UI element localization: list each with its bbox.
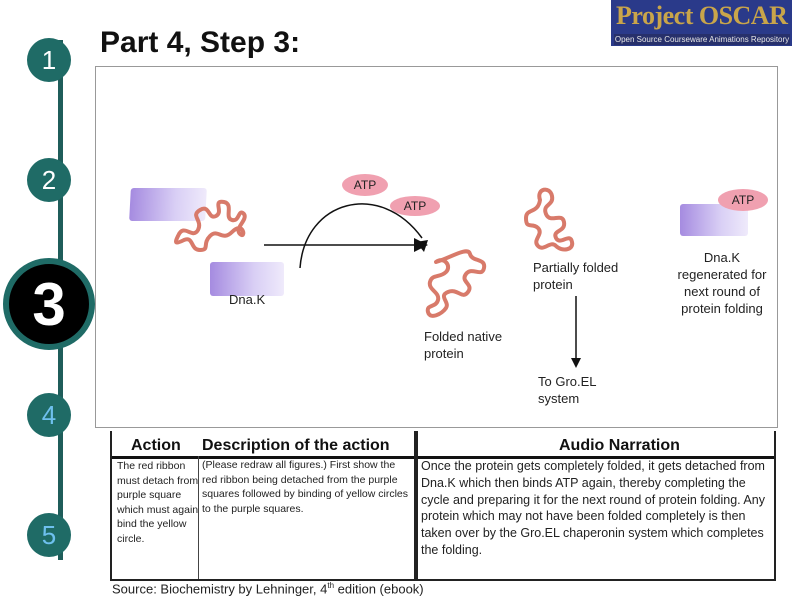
protein-ribbon (425, 249, 487, 318)
action-text: The red ribbon must detach from purple s… (117, 460, 199, 545)
to-groel-label: To Gro.EL system (538, 374, 597, 406)
diagram-frame (95, 66, 778, 428)
audio-header: Audio Narration (559, 437, 680, 454)
header-divider (416, 456, 776, 459)
partially-folded-label: Partially folded protein (533, 260, 619, 292)
purple-square (210, 262, 284, 296)
logo-subtitle: Open Source Courseware Animations Reposi… (614, 34, 790, 45)
dnak-label: Dna.K (229, 292, 266, 307)
atp-bubble: ATP (718, 189, 768, 211)
description-header: Description of the action (202, 437, 390, 454)
folded-native-label: Folded native protein (424, 329, 503, 361)
source-suffix: edition (ebook) (334, 581, 424, 596)
audio-narration-text: Once the protein gets completely folded,… (421, 459, 765, 557)
step-1-button[interactable]: 1 (27, 38, 71, 82)
page-title: Part 4, Step 3: (100, 26, 301, 59)
reaction-arrow-curve (299, 203, 423, 269)
description-text: (Please redraw all figures.) First show … (202, 459, 409, 515)
protein-ribbon (174, 199, 247, 252)
step-4-button[interactable]: 4 (27, 393, 71, 437)
step-2-button[interactable]: 2 (27, 158, 71, 202)
protein-ribbon (524, 187, 575, 252)
logo-name: Project OSCAR (616, 1, 788, 30)
action-header: Action (131, 437, 181, 454)
source-citation: Source: Biochemistry by Lehninger, 4th e… (112, 581, 424, 596)
column-divider (198, 456, 199, 581)
header-divider (110, 456, 416, 459)
groel-arrowhead (571, 358, 581, 368)
table-box-left (110, 431, 416, 581)
source-prefix: Source: Biochemistry by Lehninger, 4 (112, 581, 328, 596)
atp-bubble: ATP (390, 196, 440, 216)
step-3-button[interactable]: 3 (3, 258, 95, 350)
reaction-arrowhead (414, 238, 428, 252)
step-5-button[interactable]: 5 (27, 513, 71, 557)
atp-bubble: ATP (342, 174, 388, 196)
source-sup: th (327, 581, 335, 590)
table-box-right (416, 431, 776, 581)
dnak-regenerated-label: Dna.K regenerated for next round of prot… (677, 250, 767, 316)
